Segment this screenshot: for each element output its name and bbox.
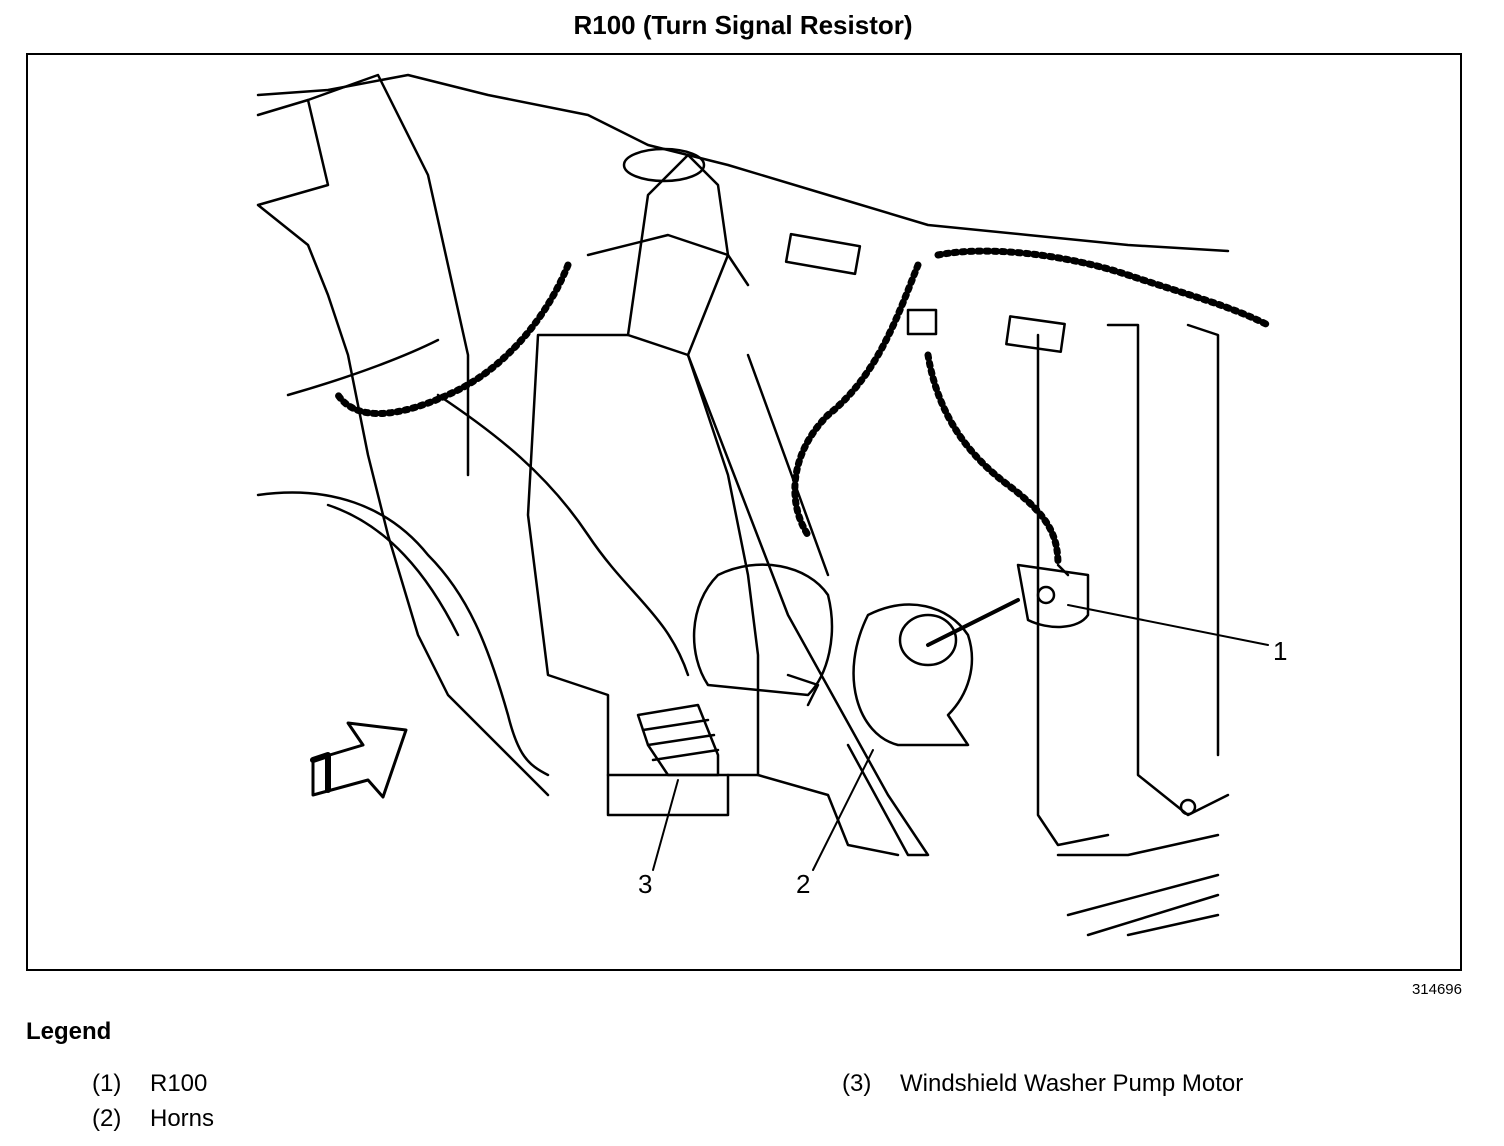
horn-left [692, 563, 834, 697]
washer-reservoir [526, 333, 760, 777]
legend-item: (1) R100 [92, 1070, 207, 1098]
leader-1 [1067, 604, 1269, 646]
legend-item-number: (1) [92, 1070, 122, 1097]
legend-item-label: R100 [150, 1070, 208, 1097]
engine-bay-illustration: 1 2 3 [256, 73, 1287, 937]
legend-item-label: Horns [150, 1105, 215, 1132]
cowl-panel [256, 73, 1230, 253]
figure-number: 314696 [1411, 981, 1462, 998]
callout-3: 3 [638, 869, 652, 899]
legend-item-number: (3) [842, 1070, 872, 1097]
radiator-support [686, 353, 930, 857]
legend-title: Legend [26, 1018, 112, 1045]
r100-resistor [1016, 563, 1090, 629]
fender-inner [256, 98, 550, 797]
wheel-well [256, 491, 550, 777]
wiring-harness [934, 247, 1272, 329]
leader-3 [652, 779, 679, 871]
horn-right [852, 603, 974, 747]
right-frame [1106, 323, 1230, 817]
legend-item-number: (2) [92, 1105, 122, 1132]
legend-item-label: Windshield Washer Pump Motor [900, 1070, 1244, 1097]
diagram-title: R100 (Turn Signal Resistor) [573, 10, 913, 40]
leader-2 [812, 749, 874, 871]
legend-item: (2) Horns [92, 1105, 214, 1133]
direction-arrow [311, 721, 408, 799]
callout-1: 1 [1273, 636, 1287, 666]
legend-item: (3) Windshield Washer Pump Motor [842, 1070, 1243, 1098]
diagram-frame: 1 2 3 [26, 53, 1462, 971]
callout-2: 2 [796, 869, 810, 899]
